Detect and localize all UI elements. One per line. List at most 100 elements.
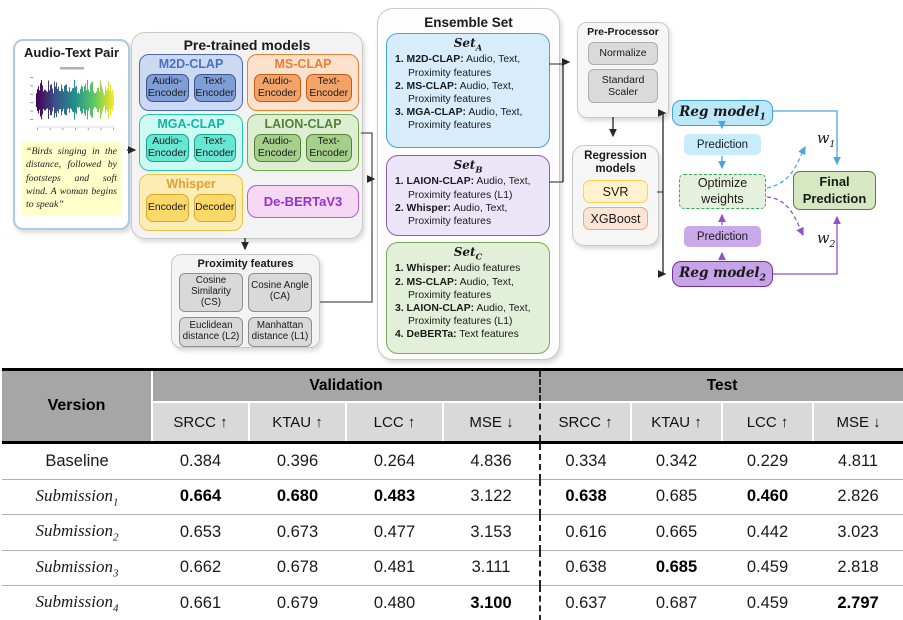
- metric-header: KTAU ↑: [248, 401, 346, 444]
- metric-value-cell: 3.100: [443, 585, 541, 620]
- encoder-box: Text-Encoder: [305, 74, 352, 102]
- encoder-box: Decoder: [193, 194, 236, 222]
- ensemble-set-title: SetA: [387, 36, 549, 53]
- ensemble-set-item: 2. MS-CLAP: Audio, Text, Proximity featu…: [395, 276, 514, 301]
- ensemble-set-item: 4. DeBERTa: Text features: [395, 328, 519, 340]
- set-subscript: A: [475, 43, 483, 54]
- version-name: Submission: [35, 592, 113, 612]
- metric-value-cell: 0.460: [722, 478, 814, 515]
- ensemble-set-item: 2. Whisper: Audio, Text, Proximity featu…: [395, 202, 508, 227]
- preprocessor-step: Normalize: [588, 42, 658, 65]
- metric-value-cell: 0.662: [152, 549, 249, 586]
- metric-value-cell: 0.442: [722, 514, 814, 550]
- metric-value-cell: 0.480: [346, 585, 443, 620]
- audio-waveform-plot: [23, 64, 120, 139]
- proximity-features-group: Proximity features Cosine Similarity (CS…: [171, 254, 320, 348]
- metric-value-cell: 0.665: [631, 514, 723, 550]
- metric-value-cell: 0.334: [539, 442, 632, 479]
- test-group-header: Test: [539, 369, 903, 402]
- metric-header: MSE ↓: [441, 401, 541, 444]
- proximity-feature-item: Euclidean distance (L2): [179, 316, 243, 347]
- model-card-title: LAION-CLAP: [264, 117, 342, 131]
- version-subscript: 4: [112, 602, 119, 615]
- prediction-1-box: Prediction: [684, 134, 761, 155]
- audio-caption-text: “Birds singing in the distance, followed…: [21, 141, 122, 215]
- model-ref: 3. MGA-CLAP:: [395, 106, 466, 118]
- set-subscript: C: [475, 252, 483, 263]
- version-name: Submission: [35, 485, 113, 505]
- table-metric-header-row: SRCC ↑KTAU ↑LCC ↑MSE ↓SRCC ↑KTAU ↑LCC ↑M…: [2, 401, 903, 444]
- ensemble-set-items: 1. LAION-CLAP: Audio, Text, Proximity fe…: [387, 175, 549, 227]
- metric-value-cell: 0.679: [249, 585, 346, 620]
- table-group-header-row: Version Validation Test: [2, 369, 903, 444]
- metric-value-cell: 0.384: [179, 451, 222, 470]
- regression-model: SVR: [583, 180, 648, 204]
- model-card-title: MGA-CLAP: [157, 117, 225, 131]
- set-subscript: B: [475, 165, 483, 176]
- metric-value-cell: 4.811: [838, 451, 879, 470]
- metric-value-cell: 0.481: [346, 549, 443, 586]
- encoder-box: Audio-Encoder: [254, 134, 301, 162]
- reg-model-2-label: Reg model: [679, 264, 760, 281]
- version-subscript: 2: [112, 531, 119, 544]
- metric-value-cell: 0.396: [276, 451, 319, 470]
- metric-value-cell: 0.342: [655, 451, 698, 470]
- metric-value-cell: 2.818: [813, 549, 903, 586]
- metric-value-cell: 0.229: [746, 451, 789, 470]
- version-cell: Submission2: [2, 514, 152, 550]
- model-card-title: De-BERTaV3: [263, 194, 343, 209]
- metric-value-cell: 0.664: [152, 478, 249, 515]
- version-cell: Submission1: [2, 478, 152, 515]
- prediction-2-box: Prediction: [684, 226, 761, 247]
- ensemble-set-title: SetB: [387, 158, 549, 175]
- model-ref: 2. MS-CLAP:: [395, 276, 458, 288]
- metric-value-cell: 0.483: [346, 478, 443, 515]
- ensemble-set-item: 3. LAION-CLAP: Audio, Text, Proximity fe…: [395, 302, 531, 327]
- ensemble-set-item: 3. MGA-CLAP: Audio, Text, Proximity feat…: [395, 106, 523, 131]
- model-ref: 1. LAION-CLAP:: [395, 176, 475, 188]
- metric-value-cell: 2.797: [813, 585, 903, 620]
- reg-model-1-box: Reg model1: [672, 100, 773, 126]
- metric-value-cell: 0.637: [539, 585, 632, 620]
- model-ref: 4. DeBERTa:: [395, 328, 457, 340]
- version-name: Submission: [35, 556, 113, 576]
- encoder-box: Text-Encoder: [193, 74, 236, 102]
- metric-value-cell: 0.459: [722, 549, 814, 586]
- metric-value-cell: 0.653: [152, 514, 249, 550]
- metric-value-cell: 2.826: [813, 478, 903, 515]
- metric-value-cell: 0.638: [539, 478, 632, 515]
- weight-1-label: w1: [817, 131, 836, 150]
- final-prediction-box: Final Prediction: [793, 171, 876, 210]
- encoder-box: Encoder: [146, 194, 189, 222]
- metric-value-cell: 0.673: [249, 514, 346, 550]
- metric-value-cell: 0.687: [631, 585, 723, 620]
- metric-value-cell: 3.153: [443, 514, 541, 550]
- model-card-title: Whisper: [166, 177, 216, 191]
- metric-value-cell: 0.459: [722, 585, 814, 620]
- model-ref: 2. MS-CLAP:: [395, 80, 458, 92]
- metric-header: MSE ↓: [812, 401, 903, 444]
- model-ref: 2. Whisper:: [395, 202, 452, 214]
- model-ref: 3. LAION-CLAP:: [395, 302, 475, 314]
- encoder-box: Audio-Encoder: [146, 74, 189, 102]
- weight-2-label: w2: [817, 231, 836, 250]
